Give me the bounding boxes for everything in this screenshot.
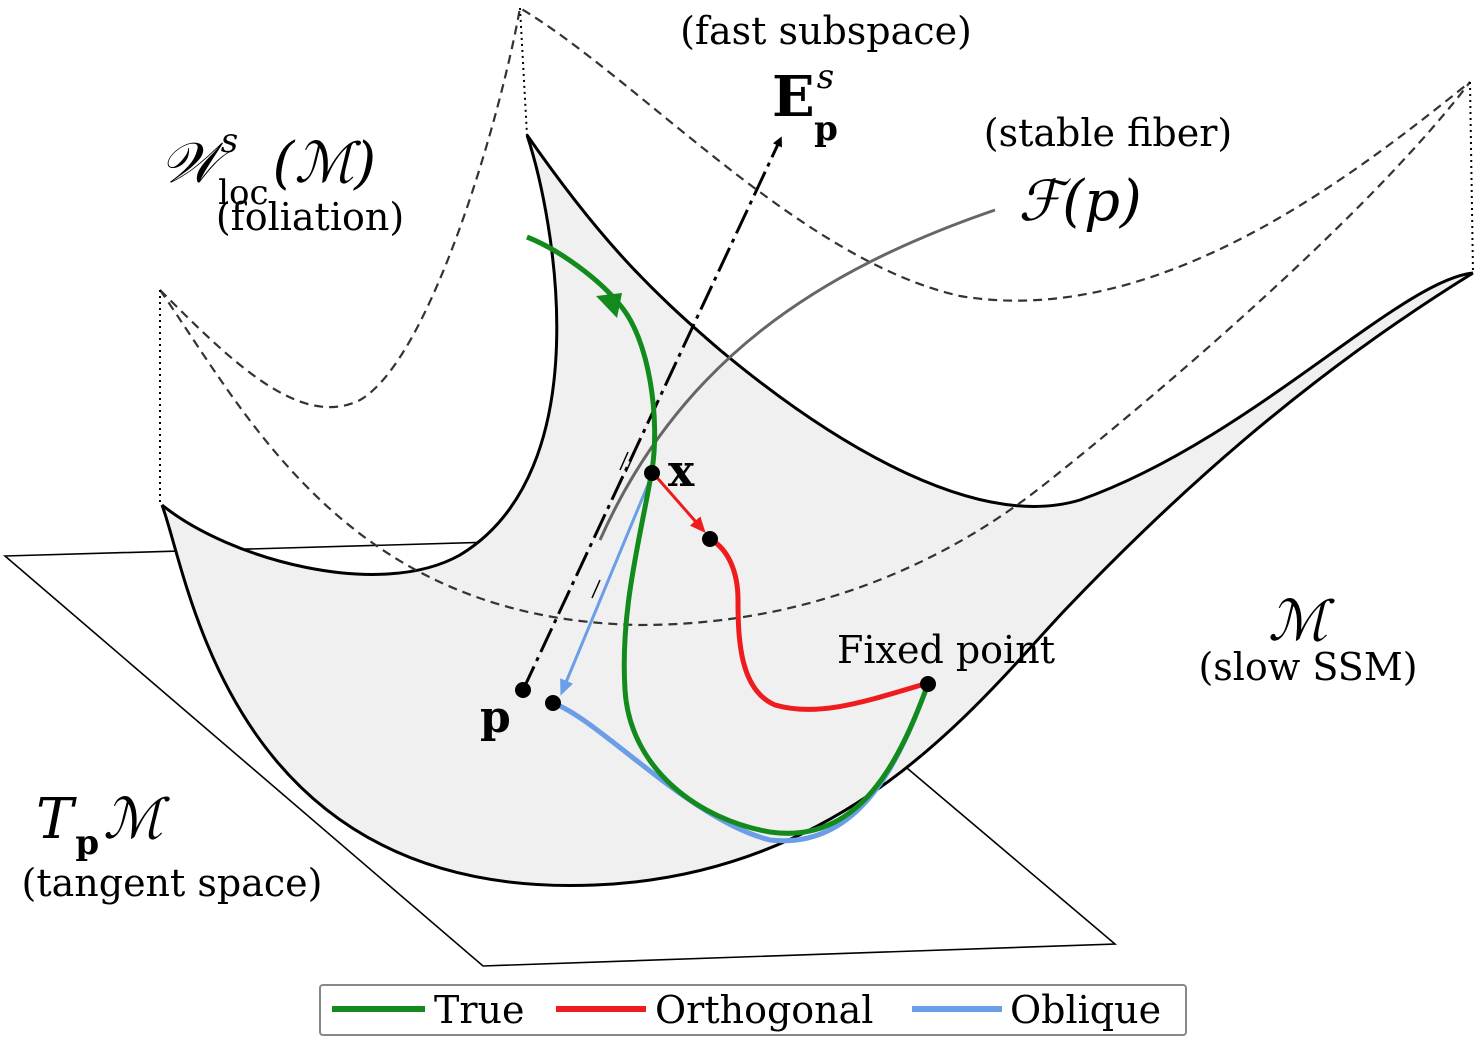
point-p-label: p: [480, 692, 511, 743]
point-x-label: x: [668, 446, 695, 497]
orthogonal-projection-arrow: [651, 472, 706, 534]
legend-label-orthogonal: Orthogonal: [655, 988, 873, 1032]
point-p: [515, 682, 531, 698]
legend: True Orthogonal Oblique: [319, 984, 1187, 1036]
fixed-point-marker: [920, 676, 936, 692]
slow-ssm-label: (slow SSM): [1198, 645, 1417, 689]
point-x: [644, 465, 660, 481]
dotted-connector-top: [519, 7, 528, 136]
legend-label-oblique: Oblique: [1010, 988, 1161, 1032]
slow-ssm-left-edge: [161, 134, 559, 576]
dotted-connector-right: [1469, 81, 1474, 274]
fixed-point-label: Fixed point: [837, 628, 1055, 672]
slow-ssm-back-edge: [525, 134, 1474, 508]
fast-subspace-label: (fast subspace): [680, 9, 972, 53]
foliation-label: (foliation): [216, 195, 404, 239]
legend-box: [319, 984, 1187, 1036]
orthogonal-trajectory: [708, 536, 929, 712]
stable-fiber-curve: [598, 208, 996, 541]
parallel-mark-top: [619, 451, 635, 473]
point-orthogonal-projection: [702, 531, 718, 547]
tangent-plane: [2, 537, 1118, 967]
stable-fiber-symbol: ℱ(p): [1018, 169, 1142, 234]
tangent-space-symbol: Tpℳ: [36, 787, 170, 863]
foliation-leaf-top: [159, 6, 1471, 409]
oblique-projection-arrow: [560, 474, 654, 696]
stable-fiber-label: (stable fiber): [984, 111, 1232, 155]
true-trajectory: [526, 234, 931, 836]
legend-label-true: True: [434, 988, 524, 1032]
fast-subspace-arrow: [521, 136, 782, 691]
point-oblique-projection: [545, 695, 561, 711]
slow-ssm-symbol: ℳ: [1268, 589, 1335, 654]
slow-ssm-surface: [162, 135, 1473, 886]
tangent-space-label: (tangent space): [22, 861, 323, 905]
true-trajectory-arrowhead: [596, 293, 622, 318]
slow-ssm-front-edge: [160, 271, 1474, 887]
